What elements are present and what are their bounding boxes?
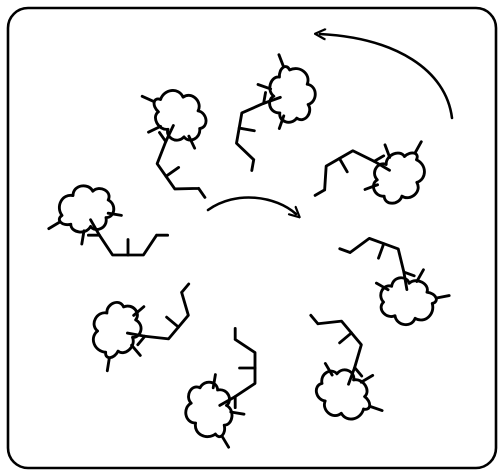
outer-curved-arrow-icon [320,34,454,120]
inner-curved-arrow-icon [206,196,296,214]
diagram-frame [6,6,498,470]
